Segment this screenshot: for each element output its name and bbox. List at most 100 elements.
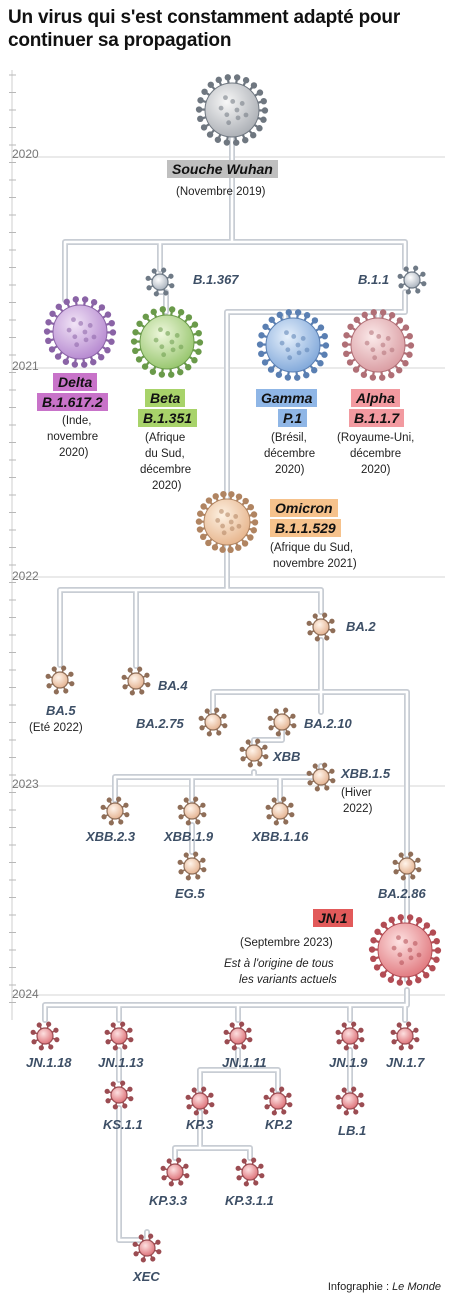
jn19-virus-icon — [335, 1021, 365, 1051]
origin-caption: (Novembre 2019) — [176, 186, 266, 198]
label-xec: XEC — [133, 1269, 160, 1284]
page-title: Un virus qui s'est constamment adapté po… — [8, 7, 401, 51]
eg5-virus-icon — [177, 851, 207, 881]
jn1-note-1: Est à l'origine de tous — [224, 958, 334, 970]
alpha-greek-tag: Alpha — [351, 389, 400, 407]
gamma-greek-tag: Gamma — [256, 389, 318, 407]
delta-code-tag: B.1.617.2 — [37, 393, 108, 411]
delta-caption-3: 2020) — [59, 447, 89, 459]
alpha-code-tag: B.1.1.7 — [349, 409, 405, 427]
kp3-virus-icon — [185, 1086, 215, 1116]
year-label-2023: 2023 — [12, 777, 39, 791]
xbb-virus-icon — [239, 738, 269, 768]
omicron-greek-tag: Omicron — [270, 499, 338, 517]
gamma-caption-1: (Brésil, — [271, 432, 307, 444]
year-label-2021: 2021 — [12, 359, 39, 373]
alpha-caption-2: décembre — [350, 448, 402, 460]
branch-lines — [42, 132, 410, 1243]
ba4-virus-icon — [121, 666, 151, 696]
jn113-virus-icon — [104, 1021, 134, 1051]
label-kp2: KP.2 — [265, 1117, 293, 1132]
kp33-virus-icon — [160, 1157, 190, 1187]
label-kp3: KP.3 — [186, 1117, 214, 1132]
ba275-virus-icon — [198, 707, 228, 737]
gamma-code-tag: P.1 — [278, 409, 308, 427]
jn118-virus-icon — [30, 1021, 60, 1051]
label-kp33: KP.3.3 — [149, 1193, 188, 1208]
label-xbb23: XBB.2.3 — [86, 829, 136, 844]
label-ba5: BA.5 — [46, 703, 76, 718]
credit-prefix: Infographie : — [327, 1281, 393, 1293]
xbb15-virus-icon — [306, 762, 336, 792]
xbb23-virus-icon — [100, 796, 130, 826]
kp2-virus-icon — [263, 1086, 293, 1116]
omicron-caption-1: (Afrique du Sud, — [270, 542, 354, 554]
omicron-code-tag: B.1.1.529 — [270, 519, 341, 537]
label-ks11: KS.1.1 — [103, 1117, 143, 1132]
label-kp311: KP.3.1.1 — [225, 1193, 274, 1208]
label-ba2: BA.2 — [346, 619, 376, 634]
alpha-virus-icon — [341, 309, 415, 381]
delta-virus-icon — [43, 296, 117, 368]
label-ba275: BA.2.75 — [136, 716, 184, 731]
label-xbb116: XBB.1.16 — [252, 829, 309, 844]
label-xbb: XBB — [273, 749, 301, 764]
label-ba4: BA.4 — [158, 678, 188, 693]
beta-caption-3: décembre — [140, 464, 192, 476]
ba5-virus-icon — [45, 665, 75, 695]
year-label-2024: 2024 — [12, 987, 39, 1001]
b11-virus-icon — [397, 265, 427, 295]
delta-greek-tag: Delta — [53, 373, 98, 391]
jn17-virus-icon — [390, 1021, 420, 1051]
jn111-virus-icon — [223, 1021, 253, 1051]
alpha-caption-1: (Royaume-Uni, — [337, 432, 415, 444]
lb1-virus-icon — [335, 1086, 365, 1116]
origin-name-tag: Souche Wuhan — [167, 160, 278, 178]
delta-caption-2: novembre — [47, 431, 99, 443]
ba210-virus-icon — [267, 707, 297, 737]
label-eg5: EG.5 — [175, 886, 205, 901]
label-b1367: B.1.367 — [193, 272, 239, 287]
alpha-caption-3: 2020) — [361, 464, 391, 476]
xbb19-virus-icon — [177, 796, 207, 826]
gamma-caption-2: décembre — [264, 448, 316, 460]
label-ba286: BA.2.86 — [378, 886, 426, 901]
ba5-caption: (Eté 2022) — [29, 722, 83, 734]
label-jn111: JN.1.11 — [222, 1055, 267, 1070]
credit-source: Le Monde — [392, 1281, 441, 1293]
kp311-virus-icon — [235, 1157, 265, 1187]
jn1-note-2: les variants actuels — [239, 974, 337, 986]
omicron-caption-2: novembre 2021) — [273, 558, 357, 570]
beta-virus-icon — [130, 306, 204, 378]
beta-caption-1: (Afrique — [145, 432, 186, 444]
gamma-caption-3: 2020) — [275, 464, 305, 476]
delta-caption-1: (Inde, — [62, 415, 92, 427]
xbb116-virus-icon — [265, 796, 295, 826]
label-lb1: LB.1 — [338, 1123, 367, 1138]
gamma-virus-icon — [256, 309, 330, 381]
label-jn118: JN.1.18 — [26, 1055, 72, 1070]
xbb15-caption-2: 2022) — [343, 803, 373, 815]
credit-line: Infographie : Le Monde — [328, 1281, 441, 1293]
jn1-virus-icon — [368, 914, 442, 986]
label-b11: B.1.1 — [358, 272, 390, 287]
ba286-virus-icon — [392, 851, 422, 881]
year-label-2022: 2022 — [12, 569, 39, 583]
label-jn17: JN.1.7 — [386, 1055, 425, 1070]
year-label-2020: 2020 — [12, 147, 39, 161]
label-jn19: JN.1.9 — [329, 1055, 368, 1070]
label-ba210: BA.2.10 — [304, 716, 352, 731]
ba2-virus-icon — [306, 612, 336, 642]
omicron-virus-icon — [195, 490, 259, 554]
label-jn113: JN.1.13 — [98, 1055, 144, 1070]
beta-greek-tag: Beta — [145, 389, 186, 407]
b1367-virus-icon — [145, 267, 175, 297]
timeline-ruler — [9, 70, 16, 1020]
beta-caption-2: du Sud, — [145, 448, 185, 460]
beta-caption-4: 2020) — [152, 480, 182, 492]
virus-particles — [30, 74, 442, 1263]
label-xbb19: XBB.1.9 — [164, 829, 214, 844]
jn1-caption: (Septembre 2023) — [240, 937, 333, 949]
beta-code-tag: B.1.351 — [138, 409, 198, 427]
